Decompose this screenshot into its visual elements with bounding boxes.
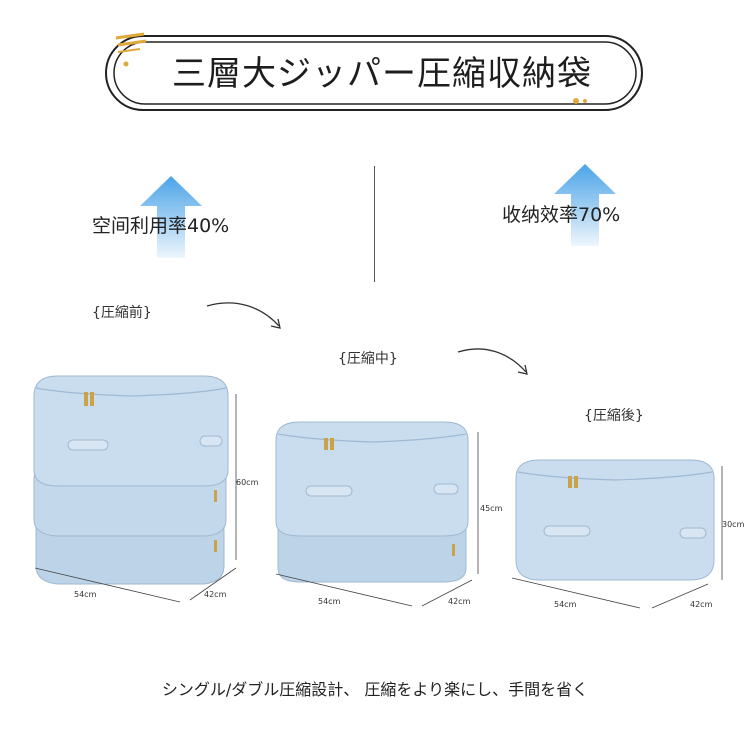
page-title: 三層大ジッパー圧縮収納袋 [172,54,592,94]
dim-width-small: 54cm [554,600,577,609]
space-utilization-stat: 空间利用率40% [92,215,230,237]
storage-bag-medium [275,421,469,583]
curved-arrow-icon [457,348,528,375]
footer-caption: シングル/ダブル圧縮設計、 圧縮をより楽にし、手間を省く [161,680,589,699]
stage-label-before: {圧縮前} [92,305,152,321]
dim-width-large: 54cm [74,590,97,599]
dimension-lines-large [34,394,237,603]
pencil-doodle-icon [115,32,147,67]
storage-bag-large [33,375,229,585]
dim-width-medium: 54cm [318,597,341,606]
dim-depth-small: 42cm [690,600,713,609]
curved-arrow-icon [206,302,281,329]
dim-depth-large: 42cm [204,590,227,599]
up-arrow-icon [140,176,202,258]
up-arrow-icon [554,164,616,246]
dim-height-small: 30cm [722,520,745,529]
dimension-lines-medium [275,432,479,607]
stage-label-middle: {圧縮中} [338,351,398,367]
dimension-lines-small [511,466,723,609]
storage-bag-small [515,459,715,581]
dim-height-medium: 45cm [480,504,503,513]
dim-height-large: 60cm [236,478,259,487]
storage-efficiency-stat: 收纳效率70% [502,204,621,226]
dim-depth-medium: 42cm [448,597,471,606]
title-banner-frame [105,35,643,111]
center-divider [374,166,375,282]
stage-label-after: {圧縮後} [584,408,644,424]
